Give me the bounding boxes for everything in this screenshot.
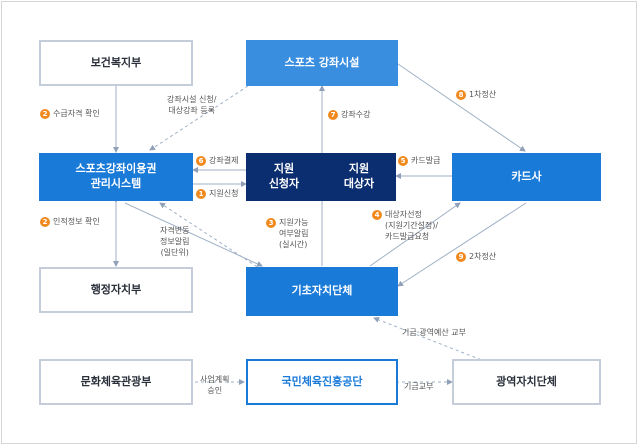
- step-text: 대상자선정 (지원기간설정)/ 카드발급요청: [385, 210, 439, 241]
- voucher-system-node: 스포츠강좌이용권 관리시스템: [39, 153, 193, 201]
- step-number-badge: 1: [196, 189, 206, 200]
- step-number-badge: 5: [398, 156, 408, 167]
- voucher-system-label: 스포츠강좌이용권 관리시스템: [75, 162, 157, 190]
- target-label: 지원 대상자: [343, 162, 375, 190]
- local-gov-node: 기초자치단체: [246, 267, 398, 316]
- applicant-node: 지원 신청자: [246, 153, 322, 201]
- step-text: 카드발급: [411, 156, 441, 165]
- target-node: 지원 대상자: [322, 153, 396, 201]
- step-text: 강좌결제: [209, 156, 239, 165]
- eligibility-change-label: 자격변동 정보알림 (일단위): [160, 226, 190, 257]
- step-text: 인적정보 확인: [53, 217, 100, 226]
- step-text: 2차정산: [469, 252, 497, 261]
- step-text: 지원신청: [209, 189, 239, 198]
- step-text: 1차정산: [469, 90, 497, 99]
- facility-register-label: 강좌시설 신청/ 대상강좌 등록: [167, 95, 217, 115]
- card-company-node: 카드사: [452, 153, 601, 201]
- step-number-badge: 2: [40, 109, 50, 120]
- metro-gov-node: 광역자치단체: [452, 359, 601, 405]
- kspo-node: 국민체육진흥공단: [246, 359, 398, 405]
- mohw-label: 보건복지부: [90, 55, 142, 69]
- step-number-badge: 4: [372, 210, 382, 220]
- step-text: 지원가능 여부알림 (실시간): [279, 218, 309, 249]
- metro-gov-label: 광역자치단체: [496, 374, 557, 388]
- mcst-node: 문화체육관광부: [39, 359, 193, 405]
- applicant-label: 지원 신청자: [268, 162, 300, 190]
- kspo-label: 국민체육진흥공단: [281, 374, 363, 388]
- step-number-badge: 7: [328, 110, 338, 121]
- fund-grant-label: 기금교부: [404, 382, 434, 391]
- mohw-node: 보건복지부: [39, 40, 193, 86]
- step-number-badge: 3: [266, 218, 276, 228]
- step-number-badge: 2: [40, 217, 50, 228]
- plan-approval-label: 사업계획 승인: [200, 375, 230, 395]
- step-number-badge: 8: [456, 90, 466, 101]
- mois-node: 행정자치부: [39, 267, 193, 313]
- step-number-badge: 6: [196, 156, 206, 167]
- mcst-label: 문화체육관광부: [80, 374, 152, 388]
- step-text: 수급자격 확인: [53, 109, 100, 118]
- budget-grant-label: 기금·광역예산 교부: [402, 328, 466, 337]
- local-gov-label: 기초자치단체: [291, 284, 353, 298]
- card-company-label: 카드사: [511, 169, 542, 183]
- mois-label: 행정자치부: [90, 282, 142, 296]
- step-number-badge: 9: [456, 252, 466, 263]
- step-text: 강좌수강: [341, 110, 371, 119]
- sports-course-facility-node: 스포츠 강좌시설: [246, 40, 398, 86]
- sports-course-facility-label: 스포츠 강좌시설: [284, 55, 360, 69]
